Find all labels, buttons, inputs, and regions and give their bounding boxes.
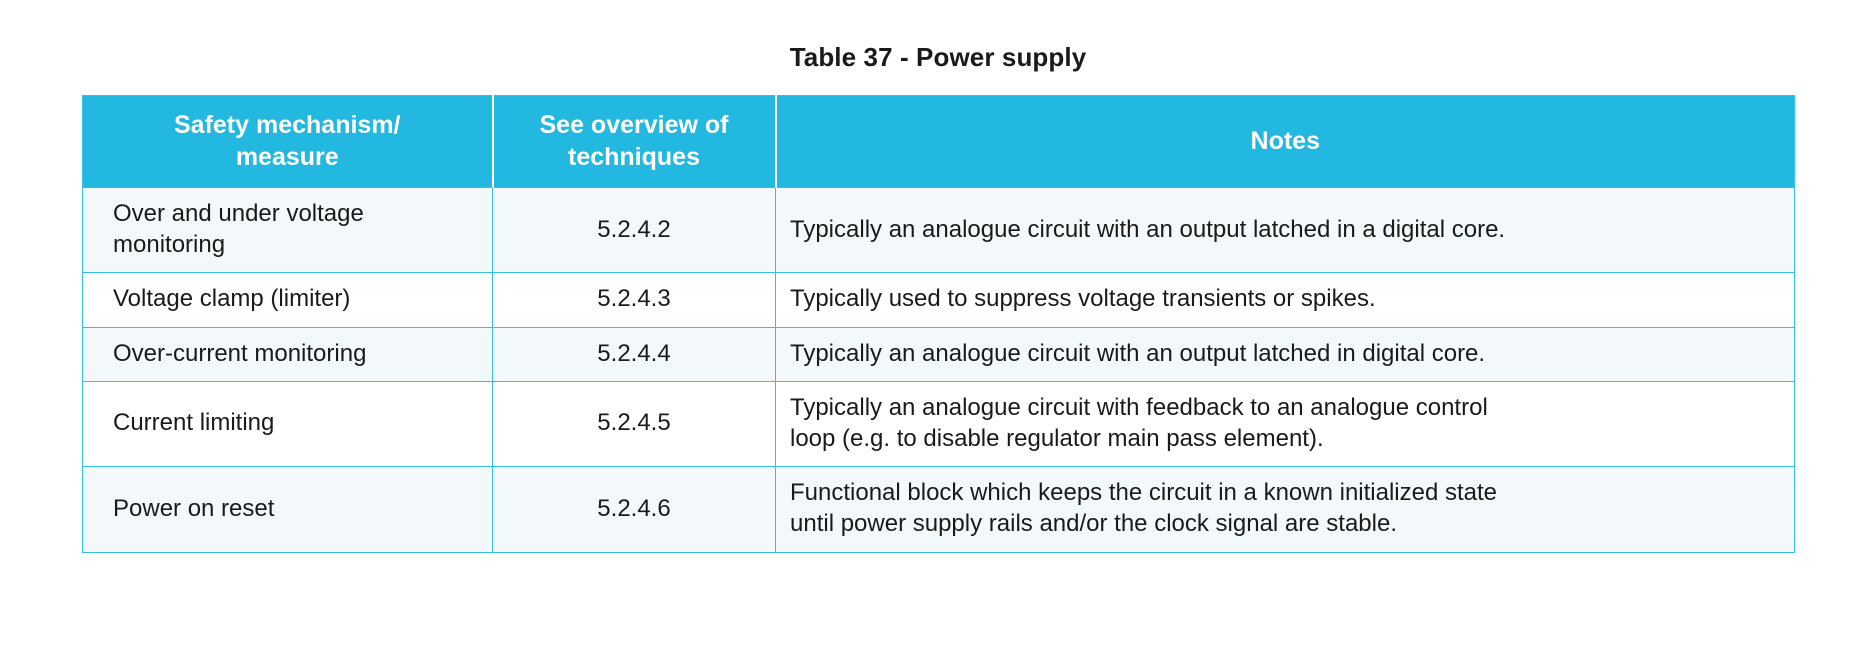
- cell-safety-mechanism: Current limiting: [82, 380, 493, 468]
- table-row: Current limiting 5.2.4.5 Typically an an…: [82, 380, 1795, 468]
- table-header: Safety mechanism/ measure See overview o…: [82, 95, 1795, 188]
- cell-notes-line1: Typically used to suppress voltage trans…: [790, 285, 1376, 313]
- table-row: Voltage clamp (limiter) 5.2.4.3 Typicall…: [82, 272, 1795, 328]
- cell-notes-line1: Typically an analogue circuit with an ou…: [790, 215, 1506, 243]
- cell-notes-line2: until power supply rails and/or the cloc…: [790, 510, 1397, 538]
- table-row: Power on reset 5.2.4.6 Functional block …: [82, 466, 1795, 553]
- cell-safety-mechanism: Voltage clamp (limiter): [82, 272, 493, 328]
- table-container: Safety mechanism/ measure See overview o…: [82, 95, 1795, 553]
- cell-reference: 5.2.4.4: [492, 326, 776, 382]
- column-header-see-overview-line1: See overview of: [539, 111, 729, 139]
- cell-safety-mechanism-line1: Voltage clamp (limiter): [113, 285, 351, 313]
- cell-safety-mechanism-line1: Power on reset: [113, 494, 275, 522]
- power-supply-table: Safety mechanism/ measure See overview o…: [82, 95, 1795, 553]
- table-header-row: Safety mechanism/ measure See overview o…: [82, 95, 1795, 188]
- cell-reference: 5.2.4.5: [492, 380, 776, 468]
- column-header-notes: Notes: [775, 95, 1795, 188]
- cell-safety-mechanism-line1: Over-current monitoring: [113, 339, 367, 367]
- cell-safety-mechanism-line2: monitoring: [113, 231, 226, 259]
- cell-notes: Typically an analogue circuit with an ou…: [775, 326, 1795, 382]
- cell-notes-line1: Functional block which keeps the circuit…: [790, 479, 1498, 507]
- cell-safety-mechanism: Over and under voltage monitoring: [82, 186, 493, 274]
- table-row: Over and under voltage monitoring 5.2.4.…: [82, 186, 1795, 274]
- cell-notes: Functional block which keeps the circuit…: [775, 466, 1795, 553]
- page-title: Table 37 - Power supply: [789, 42, 1087, 72]
- cell-notes: Typically used to suppress voltage trans…: [775, 272, 1795, 328]
- cell-reference: 5.2.4.6: [492, 466, 776, 553]
- cell-notes: Typically an analogue circuit with feedb…: [775, 380, 1795, 468]
- cell-notes-line1: Typically an analogue circuit with feedb…: [790, 393, 1488, 421]
- cell-safety-mechanism: Power on reset: [82, 466, 493, 553]
- cell-notes-line2: loop (e.g. to disable regulator main pas…: [790, 424, 1324, 452]
- table-row: Over-current monitoring 5.2.4.4 Typicall…: [82, 326, 1795, 382]
- column-header-safety-mechanism: Safety mechanism/ measure: [82, 95, 494, 188]
- column-header-see-overview: See overview of techniques: [492, 95, 777, 188]
- column-header-see-overview-line2: techniques: [568, 143, 700, 171]
- column-header-safety-mechanism-line1: Safety mechanism/: [174, 111, 401, 139]
- cell-safety-mechanism-line1: Over and under voltage: [113, 200, 364, 227]
- cell-safety-mechanism-line1: Current limiting: [113, 409, 275, 437]
- cell-notes: Typically an analogue circuit with an ou…: [775, 186, 1795, 274]
- cell-notes-line1: Typically an analogue circuit with an ou…: [790, 339, 1486, 367]
- cell-reference: 5.2.4.2: [492, 186, 776, 274]
- column-header-safety-mechanism-line2: measure: [235, 143, 339, 171]
- table-body: Over and under voltage monitoring 5.2.4.…: [82, 186, 1795, 553]
- cell-reference: 5.2.4.3: [492, 272, 776, 328]
- cell-safety-mechanism: Over-current monitoring: [82, 326, 493, 382]
- column-header-notes-line1: Notes: [1250, 127, 1320, 155]
